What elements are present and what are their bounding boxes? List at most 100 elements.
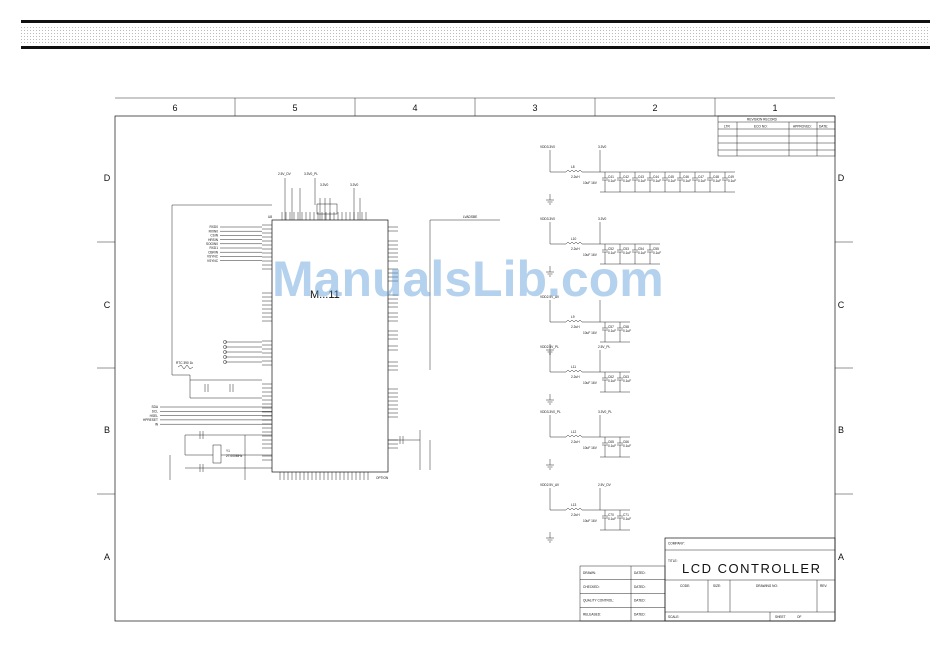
inductor xyxy=(565,320,583,323)
regulator-input-net: VDD3.3V0 xyxy=(540,145,555,149)
gpio-label: HPRESET xyxy=(143,418,158,422)
wire xyxy=(582,350,630,373)
bulk-cap-value: 10uF 16V xyxy=(583,253,598,257)
capacitor-value: 0.1uF xyxy=(623,444,631,448)
capacitor-value: 0.1uF xyxy=(638,251,646,255)
inductor-value: 2.2uH xyxy=(571,375,580,379)
signal-label: VSYNC xyxy=(207,255,219,259)
approval-role: DRAWN: xyxy=(583,571,596,575)
inductor xyxy=(565,370,583,373)
inductor-ref: L13 xyxy=(571,503,577,507)
capacitor-value: 0.1uF xyxy=(638,179,646,183)
approval-role: CHECKED: xyxy=(583,585,600,589)
capacitor-value: 0.1uF xyxy=(623,179,631,183)
wire xyxy=(582,488,630,511)
revision-approved: APPROVED: xyxy=(793,125,812,129)
wire xyxy=(549,300,566,323)
approvals-block: DRAWN: DATED: CHECKED: DATED: QUALITY CO… xyxy=(579,565,666,622)
capacitor-value: 0.1uF xyxy=(623,379,631,383)
power-net-label: 3.3V0_PL xyxy=(304,172,318,176)
column-label: 6 xyxy=(172,103,177,113)
signal-label: SOGIN0 xyxy=(206,242,218,246)
capacitor xyxy=(617,437,623,457)
rev-label: REV: xyxy=(820,584,827,588)
lvds-net-label: LVADSBE xyxy=(463,215,477,219)
capacitor xyxy=(617,322,623,342)
capacitor-ref: C70 xyxy=(608,513,614,517)
gpio-label: HSEL xyxy=(150,414,159,418)
column-label: 5 xyxy=(292,103,297,113)
capacitor-ref: C71 xyxy=(623,513,629,517)
signal-label: RXD0 xyxy=(209,225,218,229)
ic-power-nets: 2.5V_DV 3.3V0_PL 3.3V0 3.3V0 xyxy=(278,172,361,220)
revision-ltr: LTR xyxy=(724,125,730,129)
regulator-output-net: 2.5V_PL xyxy=(598,345,610,349)
capacitor-ref: C48 xyxy=(713,175,719,179)
revision-eco: ECO NO: xyxy=(754,125,768,129)
inductor xyxy=(565,435,583,438)
approval-date: DATED: xyxy=(634,612,646,616)
crystal-oscillator: Y1 27.000MHz xyxy=(169,431,272,480)
capacitor xyxy=(602,244,608,264)
revision-heading: REVISION RECORD xyxy=(747,118,778,122)
signal-label: RXD1 xyxy=(209,246,218,250)
capacitor xyxy=(692,172,698,192)
signal-label: HRSIN xyxy=(208,238,219,242)
regulator-output-net: 3.3V0_PL xyxy=(598,410,612,414)
connector-dot xyxy=(223,350,227,354)
wire xyxy=(549,488,566,511)
capacitor-ref: C45 xyxy=(668,175,674,179)
capacitor-ref: C53 xyxy=(623,247,629,251)
approval-date: DATED: xyxy=(634,571,646,575)
left-signal-inputs: RTC 390 1k RXD0RXIN0CSINHRSINSOGIN0RXD1C… xyxy=(171,204,272,399)
connector-dot xyxy=(223,355,227,359)
wire xyxy=(549,150,566,173)
capacitor-value: 0.1uF xyxy=(653,251,661,255)
row-label: D xyxy=(838,173,845,183)
capacitor-value: 0.1uF xyxy=(698,179,706,183)
bulk-cap-value: 10uF 16V xyxy=(583,331,598,335)
capacitor xyxy=(647,244,653,264)
row-label: B xyxy=(104,425,110,435)
bulk-cap-value: 10uF 16V xyxy=(583,181,598,185)
approval-role: QUALITY CONTROL: xyxy=(583,599,614,603)
capacitor-value: 0.1uF xyxy=(623,251,631,255)
capacitor-value: 0.1uF xyxy=(668,179,676,183)
crystal-ref: Y1 xyxy=(226,449,230,453)
inductor-value: 2.2uH xyxy=(571,247,580,251)
signal-label: CBRIN xyxy=(208,250,219,254)
zone-column-ticks xyxy=(234,98,716,116)
capacitor-ref: C54 xyxy=(638,247,644,251)
capacitor-ref: C46 xyxy=(683,175,689,179)
bulk-cap-value: 10uF 16V xyxy=(583,381,598,385)
title-block: COMPANY: TITLE: LCD CONTROLLER CODE: SIZ… xyxy=(664,537,836,622)
connector-dot xyxy=(223,360,227,364)
watermark: ManualsLib.com xyxy=(272,251,664,307)
inductor xyxy=(565,508,583,511)
sheet-label: SHEET xyxy=(775,615,786,619)
capacitor-value: 0.1uF xyxy=(623,329,631,333)
lvds-output: LVADSBE xyxy=(429,215,500,370)
revision-table: REVISION RECORD LTR ECO NO: APPROVED: DA… xyxy=(717,115,836,157)
wire xyxy=(549,415,566,438)
approval-date: DATED: xyxy=(634,585,646,589)
drawing-border xyxy=(114,97,836,622)
wire xyxy=(549,222,566,245)
bulk-cap-value: 10uF 16V xyxy=(583,446,598,450)
regulator-output-net: 3.3V0 xyxy=(598,145,607,149)
capacitor-ref: C62 xyxy=(608,375,614,379)
capacitor-ref: C55 xyxy=(653,247,659,251)
ic-name: M...11 xyxy=(310,289,340,301)
company-label: COMPANY: xyxy=(668,542,685,546)
capacitor xyxy=(677,172,683,192)
power-net-label: 3.3V0 xyxy=(320,183,329,187)
capacitor xyxy=(647,172,653,192)
inductor xyxy=(565,170,583,173)
